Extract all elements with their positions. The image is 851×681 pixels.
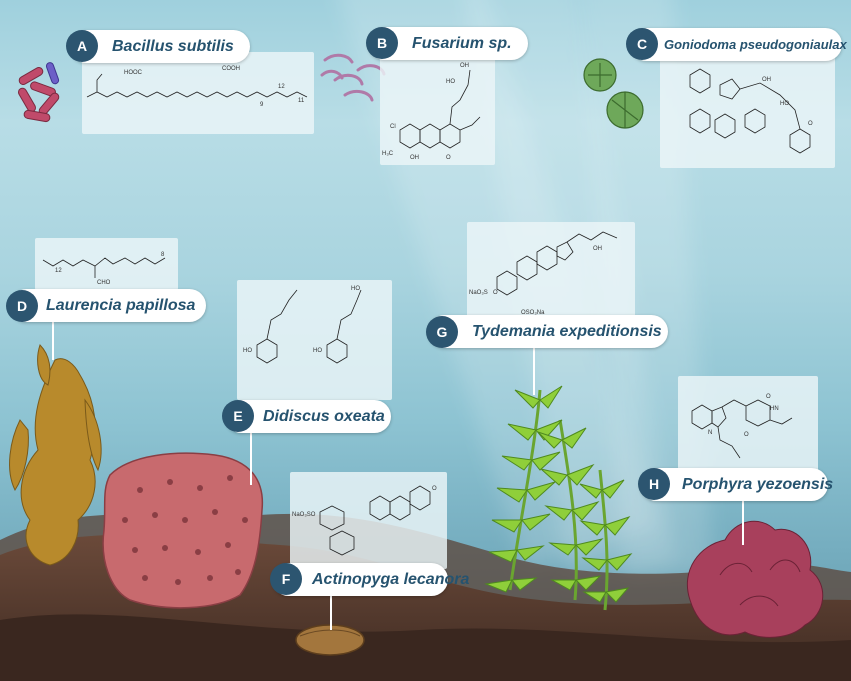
structure-e-label: HO xyxy=(351,286,360,292)
structure-d-label: 12 xyxy=(55,268,62,274)
structure-b-label: OH xyxy=(460,63,469,69)
structure-b-label: HO xyxy=(446,79,455,85)
organism-name: Laurencia papillosa xyxy=(46,297,196,314)
letter-badge-b: B xyxy=(366,27,398,59)
organism-label-c: Goniodoma pseudogoniaulax xyxy=(630,28,847,61)
structure-d-label: CHO xyxy=(97,280,111,286)
laurencia-seaweed xyxy=(9,344,102,566)
letter-badge-c: C xyxy=(626,28,658,60)
structure-c-label: HO xyxy=(780,101,789,107)
porphyra-seaweed xyxy=(686,520,824,638)
structure-e-label: HO xyxy=(243,348,252,354)
structure-c-label: OH xyxy=(762,77,771,83)
letter-badge-e: E xyxy=(222,400,254,432)
structure-b-label: H₃C xyxy=(382,151,394,157)
structure-b-label: Cl xyxy=(390,124,396,130)
leader-line-f xyxy=(330,590,332,630)
structure-h-label: N xyxy=(708,430,712,436)
structure-b-label: O xyxy=(446,155,451,161)
structure-h-label: O xyxy=(766,394,771,400)
structure-g-label: OSO₃Na xyxy=(521,310,545,316)
organism-label-d: Laurencia papillosa xyxy=(10,289,206,322)
leader-line-d xyxy=(52,320,54,360)
organism-label-g: Tydemania expeditionsis xyxy=(428,315,668,348)
structure-g: OH NaO₃S O OSO₃Na xyxy=(467,222,635,320)
structure-g-label: O xyxy=(493,290,498,296)
didiscus-sponge xyxy=(102,452,264,609)
structure-f-label: NaO₃SO xyxy=(292,512,316,518)
structure-a-label: 12 xyxy=(278,84,285,90)
organism-name: Tydemania expeditionsis xyxy=(472,323,662,340)
structure-d-label: 8 xyxy=(161,252,165,258)
structure-h-label: O xyxy=(744,432,749,438)
structure-h-label: HN xyxy=(770,406,779,412)
organism-name: Fusarium sp. xyxy=(412,35,512,52)
structure-g-label: OH xyxy=(593,246,602,252)
letter-badge-g: G xyxy=(426,316,458,348)
structure-a-label: 11 xyxy=(298,98,305,104)
organism-label-a: Bacillus subtilis xyxy=(70,30,250,63)
letter-badge-d: D xyxy=(6,290,38,322)
organism-name: Porphyra yezoensis xyxy=(682,476,834,493)
letter-badge-h: H xyxy=(638,468,670,500)
structure-a: HOOC COOH 12 11 9 xyxy=(82,52,314,134)
structure-d: 12 8 CHO xyxy=(35,238,178,290)
organism-name: Actinopyga lecanora xyxy=(312,571,470,588)
leader-line-e xyxy=(250,425,252,485)
organism-name: Didiscus oxeata xyxy=(263,408,385,425)
structure-a-label: HOOC xyxy=(124,70,143,76)
structure-f-label: O xyxy=(432,486,437,492)
structure-h: O HN N O xyxy=(678,376,818,474)
leader-line-g xyxy=(533,345,535,395)
leader-line-h xyxy=(742,500,744,545)
organism-name: Bacillus subtilis xyxy=(112,38,234,55)
structure-a-label: COOH xyxy=(222,66,240,72)
letter-badge-f: F xyxy=(270,563,302,595)
structure-b: OH HO Cl OH H₃C O xyxy=(380,55,495,165)
structure-f: NaO₃SO O xyxy=(290,472,447,569)
fusarium-spores xyxy=(320,53,386,102)
organism-name: Goniodoma pseudogoniaulax xyxy=(664,37,847,52)
structure-c: OH HO O xyxy=(660,55,835,168)
bacillus-cells xyxy=(18,62,60,123)
letter-badge-a: A xyxy=(66,30,98,62)
structure-b-label: OH xyxy=(410,155,419,161)
goniodoma-cells xyxy=(583,58,644,129)
tydemania-seaweed xyxy=(484,385,633,611)
organism-label-h: Porphyra yezoensis xyxy=(640,468,833,501)
structure-a-label: 9 xyxy=(260,102,264,108)
structure-e-label: HO xyxy=(313,348,322,354)
structure-g-label: NaO₃S xyxy=(469,290,488,296)
structure-e: HO HO HO xyxy=(237,280,392,400)
structure-c-label: O xyxy=(808,121,813,127)
